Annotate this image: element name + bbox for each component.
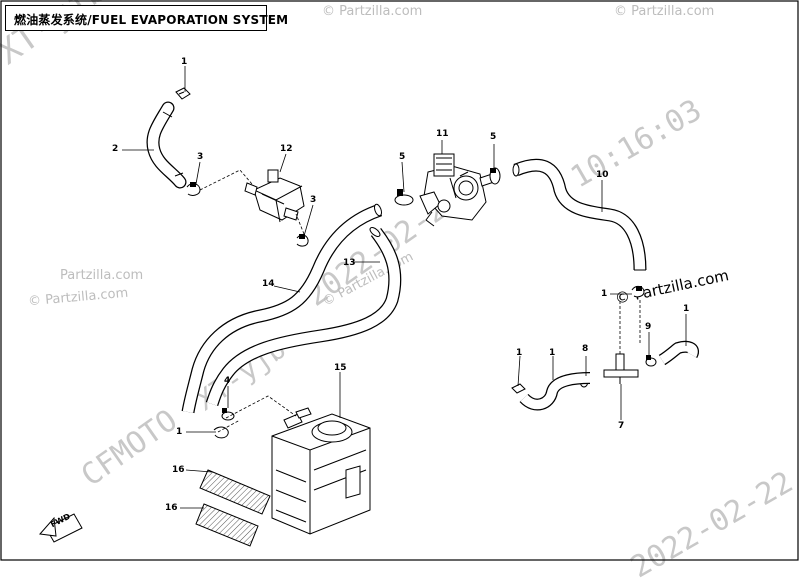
callout-10: 10 (596, 170, 609, 180)
callout-1-hose-lower: 1 (549, 348, 556, 358)
hose-1-lower (519, 372, 591, 411)
clip-1-lower-left (213, 426, 229, 439)
callout-9: 9 (645, 322, 652, 332)
clip-3-left (186, 182, 201, 196)
watermark-copyright-top: © Partzilla.com (322, 4, 423, 19)
callout-8: 8 (582, 344, 589, 354)
callout-4: 4 (224, 376, 231, 386)
callout-3-right: 3 (310, 195, 317, 205)
leader-lines (122, 66, 687, 509)
callout-14: 14 (262, 279, 275, 289)
diagram-title-box: 燃油蒸发系统/FUEL EVAPORATION SYSTEM (5, 5, 288, 31)
callout-11: 11 (436, 129, 449, 139)
purge-pump-11 (419, 153, 495, 227)
watermark-copyright-top-right: © Partzilla.com (614, 4, 715, 19)
clip-1-lower (511, 383, 526, 394)
filter-pad-16-upper (199, 469, 271, 515)
clamp-9 (645, 355, 657, 367)
tee-fitting-7 (603, 353, 639, 384)
callout-15: 15 (334, 363, 347, 373)
clamp-5-left (394, 189, 414, 206)
clamp-5-right (489, 167, 501, 185)
callout-1-clip-lower: 1 (516, 348, 523, 358)
clip-3-right (296, 234, 309, 247)
callout-1-elbow: 1 (683, 304, 690, 314)
clip-1-top (175, 87, 191, 100)
callout-16-lower: 16 (165, 503, 178, 513)
dashed-leaders (199, 169, 641, 433)
watermark-copyright-mid: Partzilla.com (60, 268, 144, 283)
canister-15 (271, 407, 371, 535)
hose-14 (181, 203, 383, 414)
filter-pad-16-lower (195, 503, 259, 547)
fwd-arrow (39, 513, 83, 543)
diagram-title: 燃油蒸发系统/FUEL EVAPORATION SYSTEM (14, 13, 289, 27)
hose-10 (512, 158, 647, 271)
hose-2 (146, 101, 187, 189)
callout-7: 7 (618, 421, 625, 431)
hose-1-elbow (658, 340, 699, 366)
callout-2: 2 (112, 144, 119, 154)
callout-5-left: 5 (399, 152, 406, 162)
callout-3-left: 3 (197, 152, 204, 162)
diagram-drawing (0, 0, 799, 561)
callout-12: 12 (280, 144, 293, 154)
callout-13: 13 (343, 258, 356, 268)
valve-12 (244, 169, 305, 223)
callout-5-right: 5 (490, 132, 497, 142)
callout-1-right: 1 (601, 289, 608, 299)
hose-13 (205, 227, 402, 407)
callout-1-top: 1 (181, 57, 188, 67)
callout-1-lower-left: 1 (176, 427, 183, 437)
clamp-4 (221, 408, 235, 421)
callout-16-upper: 16 (172, 465, 185, 475)
clip-1-right (631, 285, 645, 298)
frame-border (0, 0, 799, 561)
